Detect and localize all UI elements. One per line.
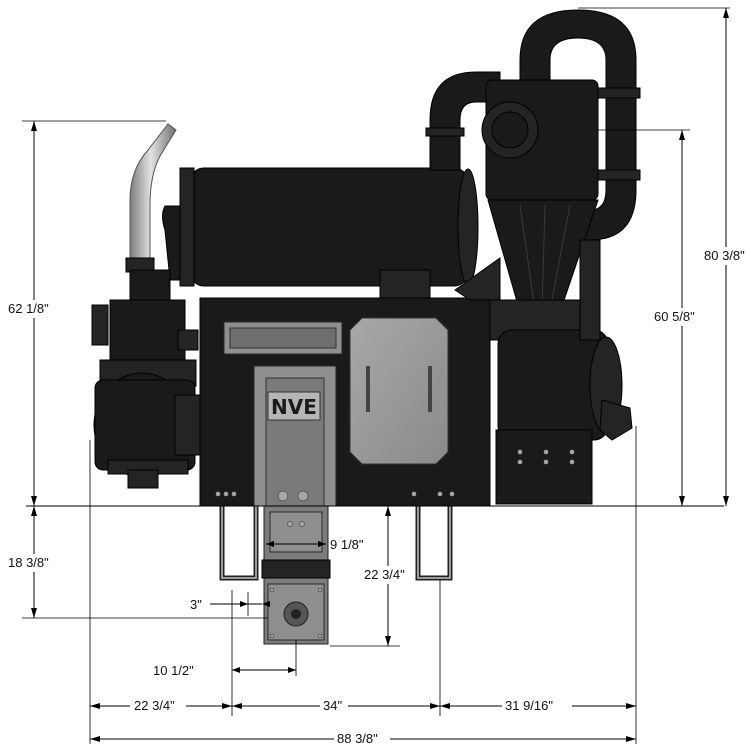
dim-outlet-center: 10 1/2" xyxy=(153,663,194,678)
dim-center-span: 34" xyxy=(323,698,342,713)
dim-left-span: 22 3/4" xyxy=(134,698,175,713)
dim-handle-depth: 22 3/4" xyxy=(364,567,405,582)
dim-overall-width: 88 3/8" xyxy=(337,731,378,746)
machine-body: NVE xyxy=(91,9,641,645)
dim-outlet-width: 9 1/8" xyxy=(330,537,364,552)
silencer-tank xyxy=(179,167,479,299)
left-blower xyxy=(91,304,204,489)
dim-right-span: 31 9/16" xyxy=(505,698,553,713)
dim-below-base: 18 3/8" xyxy=(8,555,49,570)
lift-handles xyxy=(219,506,453,581)
dim-exhaust-height: 62 1/8" xyxy=(8,301,49,316)
dimension-labels: 80 3/8" 60 5/8" 62 1/8" 18 3/8" 9 1/8" 2… xyxy=(6,247,746,747)
main-enclosure: NVE xyxy=(199,257,501,507)
dim-overall-height: 80 3/8" xyxy=(704,248,745,263)
dim-base-height: 60 5/8" xyxy=(654,309,695,324)
dim-outlet-offset: 3" xyxy=(190,597,202,612)
brand-logo: NVE xyxy=(271,395,317,419)
outlet-chute xyxy=(261,505,331,645)
cyclone-separator xyxy=(425,9,641,505)
